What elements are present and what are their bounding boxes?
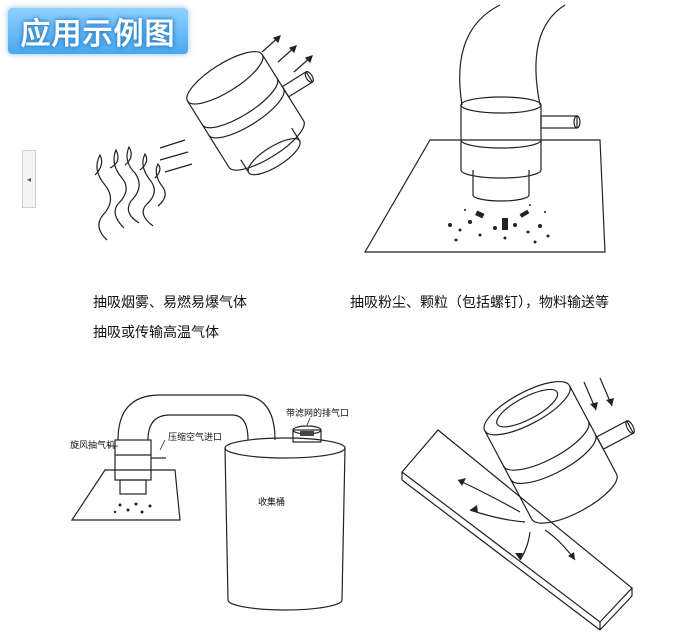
side-collapse-tab[interactable]: ◂	[22, 150, 36, 208]
smoke-wisp-1	[94, 153, 112, 241]
debris-pile	[448, 204, 550, 244]
label-collector: 收集桶	[258, 498, 286, 508]
suction-arrow-1	[159, 139, 186, 149]
chevron-left-icon: ◂	[26, 174, 31, 184]
title-badge: 应用示例图	[8, 8, 188, 54]
caption-fume-line1: 抽吸烟雾、易燃易爆气体	[93, 295, 247, 311]
work-surface	[363, 139, 606, 253]
label-air-inlet: 压缩空气进口	[168, 433, 223, 443]
suction-arrow-2	[159, 151, 189, 161]
label-amplifier: 旋风抽气机	[70, 441, 116, 451]
suction-arrow-3	[164, 163, 193, 173]
title-badge-text: 应用示例图	[20, 17, 176, 52]
label-filter-exhaust: 带滤网的排气口	[286, 409, 350, 419]
caption-fume-line2: 抽吸或传输高温气体	[93, 325, 219, 341]
caption-dust: 抽吸粉尘、颗粒（包括螺钉），物料输送等	[350, 295, 609, 311]
